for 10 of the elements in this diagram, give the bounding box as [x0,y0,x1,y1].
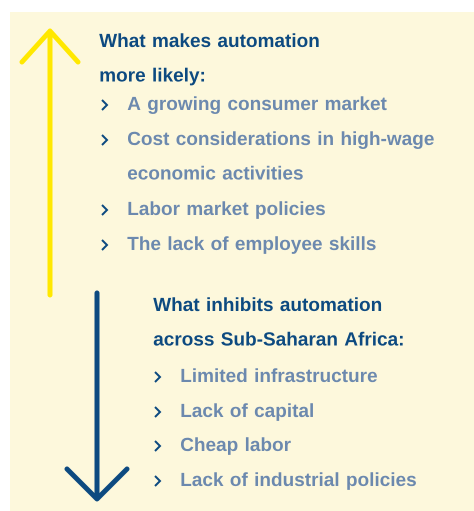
list-item: Limited infrastructure [181,368,377,382]
list-item: Labor market policies [128,201,325,219]
heading: What inhibits automation across Sub-Saharan Africa: [153,297,403,346]
list-item: Lack of industrial policies [181,472,416,490]
list-item: Lack of capital [181,403,313,421]
list-item: A growing consumer market [128,96,387,114]
list-item: Cost considerations in high-wage economic activities [128,131,434,180]
heading: What makes automation more likely: [99,33,319,86]
list-item: The lack of employee skills [127,236,376,254]
list-item: Cheap labor [180,437,291,455]
